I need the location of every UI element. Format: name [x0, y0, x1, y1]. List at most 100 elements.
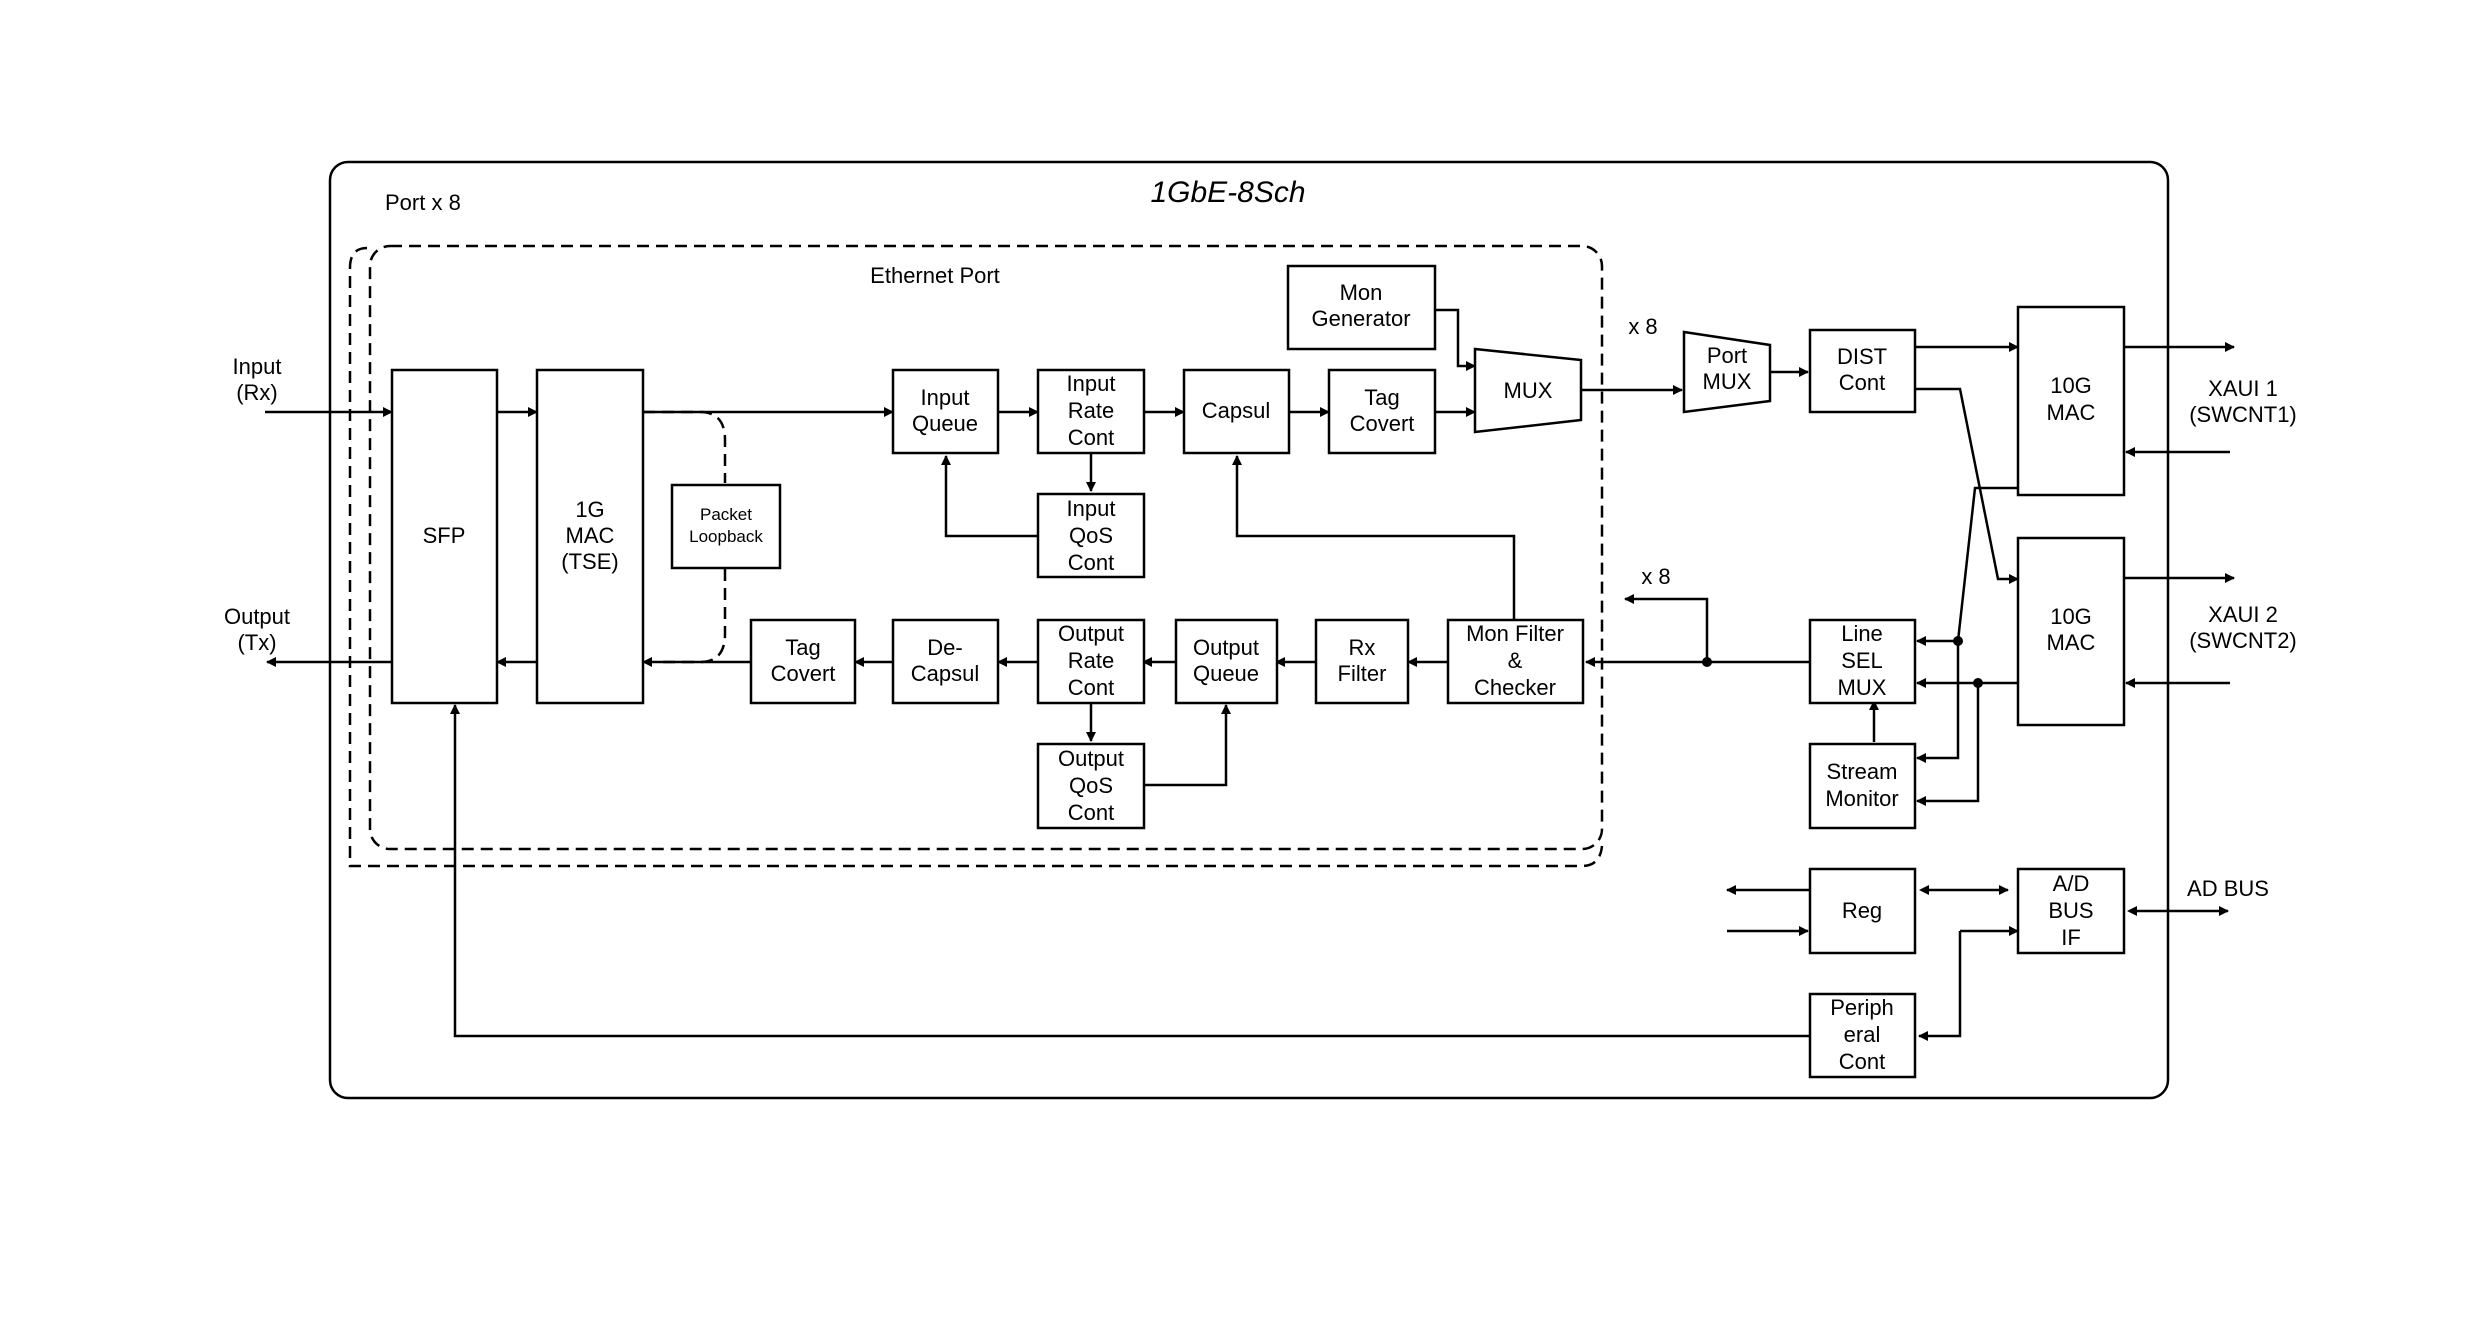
peripheral-cont-label: Periph — [1830, 995, 1894, 1020]
input-queue-label: Input — [921, 385, 970, 410]
port-mux-label: Port — [1707, 343, 1747, 368]
svg-text:Stream: Stream — [1827, 759, 1898, 784]
svg-text:Rx: Rx — [1349, 635, 1376, 660]
mux-block: MUX — [1473, 347, 1583, 434]
output-queue-label: Queue — [1193, 661, 1259, 686]
mux-label: MUX — [1504, 378, 1553, 403]
svg-text:A/D: A/D — [2053, 871, 2090, 896]
input-queue-label: Queue — [912, 411, 978, 436]
input-rate-cont-label: Rate — [1068, 398, 1114, 423]
svg-text:Tag: Tag — [1364, 385, 1399, 410]
svg-text:Queue: Queue — [912, 411, 978, 436]
port-x8-label: Port x 8 — [385, 190, 461, 215]
line-sel-mux-label: MUX — [1838, 675, 1887, 700]
output-label: Output — [224, 604, 290, 629]
de-capsul-block: De- Capsul — [891, 618, 1000, 705]
svg-text:MAC: MAC — [566, 523, 615, 548]
rx-filter-block: Rx Filter — [1314, 618, 1410, 705]
ad-bus-if-label: IF — [2061, 925, 2081, 950]
svg-text:Covert: Covert — [771, 661, 836, 686]
output-qos-cont-label: Output — [1058, 746, 1124, 771]
junction-dot — [1953, 636, 1963, 646]
mon-generator-label: Generator — [1311, 306, 1410, 331]
de-capsul-label: De- — [927, 635, 962, 660]
input-qos-cont-label: Cont — [1068, 550, 1114, 575]
input-label: Input — [233, 354, 282, 379]
input-qos-cont-label: Input — [1067, 496, 1116, 521]
svg-text:1G: 1G — [575, 497, 604, 522]
mon-generator-block: Mon Generator — [1286, 264, 1437, 351]
output-queue-block: Output Queue — [1174, 618, 1279, 705]
tag-covert-bottom-label: Tag — [785, 635, 820, 660]
output-sub-label: (Tx) — [237, 630, 276, 655]
port-stack-frame — [348, 246, 1604, 868]
svg-text:Line: Line — [1841, 621, 1883, 646]
svg-text:MAC: MAC — [2047, 400, 2096, 425]
output-rate-cont-label: Rate — [1068, 648, 1114, 673]
ad-bus-if-label: A/D — [2053, 871, 2090, 896]
svg-text:Rate: Rate — [1068, 648, 1114, 673]
svg-text:Monitor: Monitor — [1825, 786, 1898, 811]
xaui1-label: XAUI 1 — [2208, 376, 2278, 401]
packet-loopback-label: Loopback — [689, 527, 763, 546]
svg-text:Cont: Cont — [1068, 675, 1114, 700]
svg-text:eral: eral — [1844, 1022, 1881, 1047]
svg-text:Output: Output — [1058, 621, 1124, 646]
ad-bus-label: AD BUS — [2187, 876, 2269, 901]
peripheral-cont-label: eral — [1844, 1022, 1881, 1047]
mon-filter-checker-label: Mon Filter — [1466, 621, 1564, 646]
packet-loopback-block: Packet Loopback — [670, 483, 782, 570]
mac-10g-1-label: 10G — [2050, 373, 2092, 398]
connections — [265, 308, 2235, 1041]
mac-10g-1-block: 10G MAC — [2016, 305, 2126, 497]
svg-text:10G: 10G — [2050, 373, 2092, 398]
svg-text:Input: Input — [921, 385, 970, 410]
xaui2-label: XAUI 2 — [2208, 602, 2278, 627]
de-capsul-label: Capsul — [911, 661, 979, 686]
input-rate-cont-block: Input Rate Cont — [1036, 368, 1146, 455]
svg-text:MUX: MUX — [1703, 369, 1752, 394]
peripheral-cont-block: Periph eral Cont — [1808, 992, 1917, 1079]
tag-covert-top-block: Tag Covert — [1327, 368, 1437, 455]
svg-text:Capsul: Capsul — [1202, 398, 1270, 423]
input-qos-cont-block: Input QoS Cont — [1036, 492, 1146, 579]
sfp-label: SFP — [423, 523, 466, 548]
ad-bus-if-block: A/D BUS IF — [2016, 867, 2126, 955]
svg-text:Filter: Filter — [1338, 661, 1387, 686]
mon-filter-checker-block: Mon Filter & Checker — [1446, 618, 1585, 705]
svg-text:Mon Filter: Mon Filter — [1466, 621, 1564, 646]
svg-text:Cont: Cont — [1068, 425, 1114, 450]
mac-1g-label: (TSE) — [561, 549, 618, 574]
xaui1-sub-label: (SWCNT1) — [2189, 402, 2297, 427]
svg-text:Output: Output — [1058, 746, 1124, 771]
mon-generator-label: Mon — [1340, 280, 1383, 305]
mac-1g-block: 1G MAC (TSE) — [535, 368, 645, 705]
svg-text:(TSE): (TSE) — [561, 549, 618, 574]
svg-text:Generator: Generator — [1311, 306, 1410, 331]
dist-cont-label: Cont — [1839, 370, 1885, 395]
svg-text:Input: Input — [1067, 496, 1116, 521]
junction-dot — [1702, 657, 1712, 667]
svg-text:Capsul: Capsul — [911, 661, 979, 686]
input-queue-block: Input Queue — [891, 368, 1000, 455]
output-queue-label: Output — [1193, 635, 1259, 660]
output-rate-cont-block: Output Rate Cont — [1036, 618, 1146, 705]
svg-text:Covert: Covert — [1350, 411, 1415, 436]
stream-monitor-block: Stream Monitor — [1808, 742, 1917, 830]
svg-text:Output: Output — [1193, 635, 1259, 660]
junction-dot — [1973, 678, 1983, 688]
input-sub-label: (Rx) — [236, 380, 278, 405]
rx-filter-label: Rx — [1349, 635, 1376, 660]
svg-text:Port: Port — [1707, 343, 1747, 368]
output-qos-cont-label: QoS — [1069, 773, 1113, 798]
port-mux-block: Port MUX — [1682, 330, 1772, 414]
output-rate-cont-label: Cont — [1068, 675, 1114, 700]
svg-text:Cont: Cont — [1839, 370, 1885, 395]
x8-top-label: x 8 — [1628, 314, 1657, 339]
svg-text:SFP: SFP — [423, 523, 466, 548]
svg-text:&: & — [1508, 648, 1523, 673]
svg-text:MUX: MUX — [1838, 675, 1887, 700]
svg-text:Reg: Reg — [1842, 898, 1882, 923]
mac-10g-2-label: 10G — [2050, 604, 2092, 629]
svg-text:QoS: QoS — [1069, 773, 1113, 798]
